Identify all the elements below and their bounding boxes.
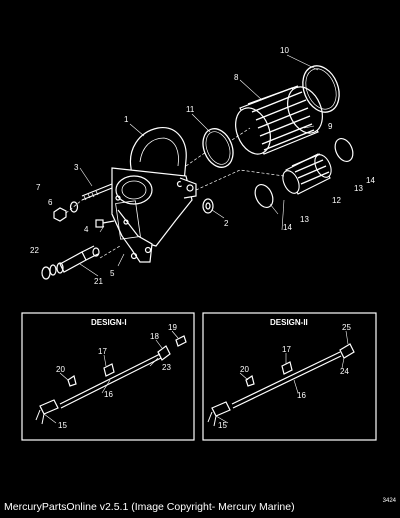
small-bellows-clamps <box>254 138 354 208</box>
assembly-lines <box>65 127 285 259</box>
callout-6: 6 <box>48 198 53 207</box>
stud <box>81 183 113 201</box>
callout-8: 8 <box>234 73 239 82</box>
callout-3: 3 <box>74 163 79 172</box>
nut-and-washer <box>53 201 79 222</box>
d2-callout-20: 20 <box>240 365 249 374</box>
callout-5: 5 <box>110 269 115 278</box>
design-2-box: DESIGN-II 15 16 17 20 24 25 <box>202 312 377 441</box>
d1-callout-18: 18 <box>150 332 159 341</box>
callout-1: 1 <box>124 115 129 124</box>
water-fitting <box>56 245 99 274</box>
copyright-footer: MercuryPartsOnline v2.5.1 (Image Copyrig… <box>4 501 295 513</box>
callout-22: 22 <box>30 246 39 255</box>
bolt <box>95 219 115 228</box>
d2-callout-17: 17 <box>282 345 291 354</box>
callout-14a: 14 <box>366 176 375 185</box>
bellows-clamp-large <box>302 65 340 113</box>
bellows-clamp-small <box>202 128 234 168</box>
design-1-title: DESIGN-I <box>91 318 127 327</box>
d2-callout-16: 16 <box>297 391 306 400</box>
d2-callout-24: 24 <box>340 367 349 376</box>
d1-callout-20: 20 <box>56 365 65 374</box>
callout-7: 7 <box>36 183 41 192</box>
exhaust-bellows <box>235 85 323 155</box>
leader-lines <box>79 54 319 277</box>
callout-12: 12 <box>332 196 341 205</box>
main-callouts: 1 2 3 4 5 6 7 8 9 10 11 12 13 13 14 14 2… <box>30 46 375 286</box>
callout-10: 10 <box>280 46 289 55</box>
callout-21: 21 <box>94 277 103 286</box>
d1-callout-16: 16 <box>104 390 113 399</box>
callout-9: 9 <box>328 122 333 131</box>
d1-callout-15: 15 <box>58 421 67 430</box>
design-1-box: DESIGN-I 15 16 17 18 19 2 <box>21 312 195 441</box>
d1-callout-23: 23 <box>162 363 171 372</box>
o-rings <box>41 247 100 280</box>
callout-4: 4 <box>84 225 89 234</box>
callout-13b: 13 <box>300 215 309 224</box>
shift-cable-bellows <box>282 153 332 195</box>
d1-callout-17: 17 <box>98 347 107 356</box>
gimbal-housing <box>111 127 197 263</box>
washer <box>202 198 214 214</box>
d1-callout-19: 19 <box>168 323 177 332</box>
diagram-number: 3424 <box>382 498 396 504</box>
callout-2: 2 <box>224 219 229 228</box>
d2-callout-25: 25 <box>342 323 351 332</box>
design-2-title: DESIGN-II <box>270 318 308 327</box>
callout-11: 11 <box>186 105 195 114</box>
callout-13a: 13 <box>354 184 363 193</box>
d2-callout-15: 15 <box>218 421 227 430</box>
callout-14b: 14 <box>283 223 292 232</box>
